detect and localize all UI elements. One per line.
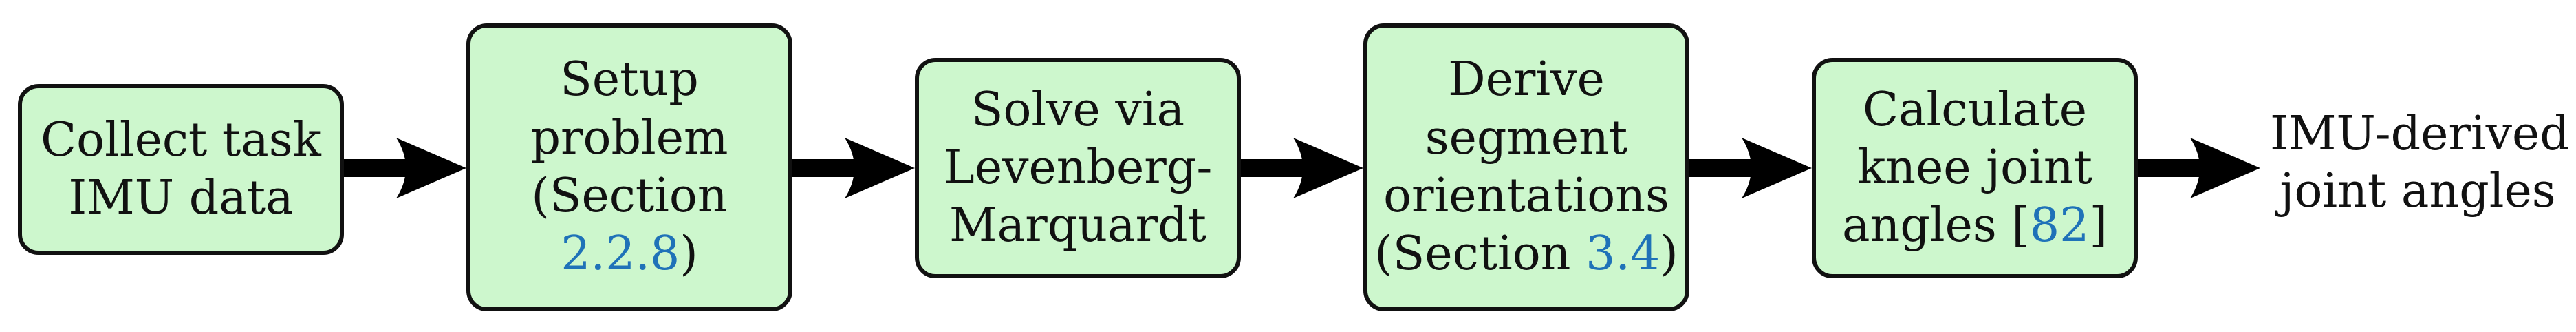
calculate-closing-bracket: ] xyxy=(2089,198,2108,253)
setup-problem-box: Setup problem (Section 2.2.8) xyxy=(466,23,792,311)
arrow-setup-to-solve-shaft xyxy=(792,159,856,177)
derive-segment-orientations-box: Derive segment orientations (Section 3.4… xyxy=(1363,23,1689,311)
calculate-label-line-1: Calculate xyxy=(1862,82,2088,137)
solve-levenberg-marquardt-label: Solve via Levenberg- Marquardt xyxy=(944,81,1213,256)
citation-82-link[interactable]: 82 xyxy=(2029,198,2090,253)
setup-label-line-1: Setup xyxy=(560,52,699,107)
arrow-solve-to-derive-head xyxy=(1293,138,1363,198)
solve-label-line-3: Marquardt xyxy=(949,198,1206,253)
arrow-solve-to-derive xyxy=(1241,138,1363,198)
derive-label-line-4: (Section 3.4) xyxy=(1374,225,1678,283)
solve-label-line-2: Levenberg- xyxy=(943,140,1213,195)
arrow-solve-to-derive-shaft xyxy=(1241,159,1304,177)
section-3-4-reference-link[interactable]: 3.4 xyxy=(1585,227,1660,282)
output-line-1: IMU-derived xyxy=(2270,107,2570,161)
arrow-setup-to-solve-head xyxy=(845,138,915,198)
setup-closing-paren: ) xyxy=(680,227,698,282)
collect-label-line-2: IMU data xyxy=(68,171,294,225)
arrow-collect-to-setup-shaft xyxy=(344,159,407,177)
calculate-label-line-2: knee joint xyxy=(1857,140,2092,195)
setup-label-line-4: 2.2.8) xyxy=(531,225,728,283)
solve-label-line-1: Solve via xyxy=(971,82,1185,137)
imu-derived-joint-angles-output: IMU-derived joint angles xyxy=(2270,106,2570,220)
collect-task-imu-data-box: Collect task IMU data xyxy=(18,84,344,255)
arrow-calculate-to-output-shaft xyxy=(2138,159,2201,177)
calculate-angles-prefix: angles [ xyxy=(1842,198,2030,253)
section-2-2-8-reference-link[interactable]: 2.2.8 xyxy=(561,227,680,282)
arrow-derive-to-calculate-shaft xyxy=(1689,159,1753,177)
arrow-calculate-to-output-head xyxy=(2190,138,2260,198)
setup-problem-label: Setup problem (Section 2.2.8) xyxy=(531,51,728,283)
derive-closing-paren: ) xyxy=(1660,227,1678,282)
calculate-label-line-3: angles [82] xyxy=(1842,197,2108,255)
arrow-collect-to-setup xyxy=(344,138,466,198)
derive-label-line-2: segment xyxy=(1425,110,1628,165)
derive-segment-orientations-label: Derive segment orientations (Section 3.4… xyxy=(1374,51,1678,283)
solve-levenberg-marquardt-box: Solve via Levenberg- Marquardt xyxy=(915,58,1241,278)
calculate-knee-joint-angles-box: Calculate knee joint angles [82] xyxy=(1812,58,2138,278)
arrow-derive-to-calculate-head xyxy=(1742,138,1812,198)
collect-task-imu-data-label: Collect task IMU data xyxy=(41,112,321,228)
collect-label-line-1: Collect task xyxy=(41,112,321,167)
arrow-derive-to-calculate xyxy=(1689,138,1812,198)
derive-section-prefix: (Section xyxy=(1374,227,1586,282)
calculate-knee-joint-angles-label: Calculate knee joint angles [82] xyxy=(1842,81,2108,256)
derive-label-line-3: orientations xyxy=(1383,169,1669,223)
derive-label-line-1: Derive xyxy=(1448,52,1605,107)
output-line-2: joint angles xyxy=(2280,163,2556,218)
arrow-setup-to-solve xyxy=(792,138,915,198)
setup-label-line-3: (Section xyxy=(531,169,728,223)
arrow-calculate-to-output xyxy=(2138,138,2260,198)
setup-label-line-2: problem xyxy=(530,110,728,165)
arrow-collect-to-setup-head xyxy=(396,138,466,198)
